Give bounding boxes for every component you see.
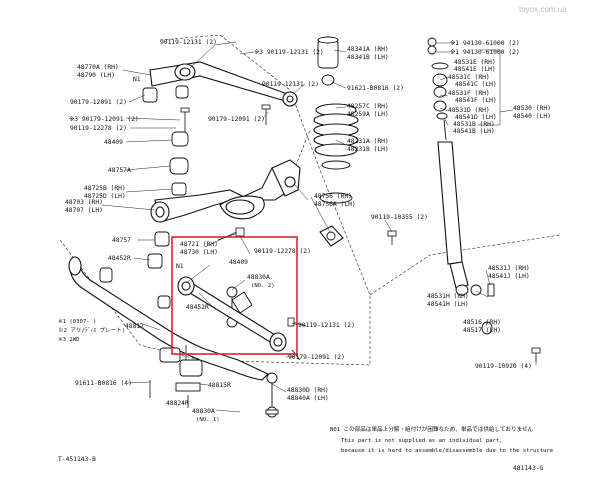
part-number-label: 90119-12131 (2) bbox=[298, 322, 355, 329]
footnote-english-line2: because it is hard to assemble/disassemb… bbox=[341, 448, 554, 454]
part-number-label: 48541C (LH) bbox=[455, 81, 497, 88]
part-number-label: 48830A bbox=[192, 408, 215, 415]
footnote-english-line1: This part is not supplied as an individu… bbox=[341, 438, 503, 444]
part-number-label: 48725B (RH) bbox=[84, 185, 126, 192]
part-number-label: 48541J (LH) bbox=[488, 273, 530, 280]
part-number-label: 90119-10920 (4) bbox=[475, 363, 532, 370]
part-number-label: 48541B (LH) bbox=[453, 128, 495, 135]
part-number-label: 48541F (LH) bbox=[455, 97, 497, 104]
rear-axle-housing bbox=[150, 159, 301, 247]
part-number-label: 48790 (LH) bbox=[77, 72, 115, 79]
part-number-label: 48541E (LH) bbox=[454, 66, 496, 73]
part-number-label: 48516 (RH) bbox=[463, 319, 501, 326]
part-number-label: 48830D (RH) bbox=[287, 387, 329, 394]
footnote-japanese: N01 この部品は単品上分解・組付けが困難なため、単品では供給しておりません bbox=[330, 425, 534, 433]
part-number-label: 48824R bbox=[166, 400, 189, 407]
part-number-label: 48757 bbox=[112, 237, 131, 244]
part-number-label: 48257C (RH) bbox=[347, 103, 389, 110]
bushing-stack-left bbox=[169, 131, 189, 196]
part-number-label: 48259A (LH) bbox=[347, 111, 389, 118]
part-number-label: 48770A (RH) bbox=[77, 64, 119, 71]
part-number-label: 48531F (RH) bbox=[448, 90, 490, 97]
part-number-label: ※3 90179-12091 (2) bbox=[69, 116, 139, 123]
stabilizer-bar bbox=[68, 253, 269, 408]
note-marker: N1 bbox=[133, 76, 141, 83]
part-number-label: 48703 (RH) bbox=[65, 199, 103, 206]
part-number-label: ※1 94130-61000 (2) bbox=[450, 40, 520, 47]
part-number-label: ※1 94130-61000 (2) bbox=[450, 49, 520, 56]
part-number-label: 48231A (RH) bbox=[347, 138, 389, 145]
part-number-label: (NO. 1) bbox=[196, 417, 220, 423]
part-number-label: 48815R bbox=[208, 382, 231, 389]
part-number-label: 90119-12278 (2) bbox=[70, 125, 127, 132]
part-number-label: 48830A bbox=[247, 274, 270, 281]
part-number-label: 48409 bbox=[229, 259, 248, 266]
part-number-label: 48812 bbox=[125, 323, 144, 330]
part-number-label: 48531C (RH) bbox=[448, 74, 490, 81]
part-number-label: 48531E (RH) bbox=[454, 59, 496, 66]
part-number-label: 48541H (LH) bbox=[427, 301, 469, 308]
part-number-label: 48541D (LH) bbox=[455, 114, 497, 121]
diagram-code-left: T-451143-B bbox=[58, 456, 96, 463]
footnote-marker: ※2 アリ/ﾃﾞｨｽ プレート) bbox=[58, 327, 125, 334]
part-number-label: ※3 90119-12131 (2) bbox=[254, 49, 324, 56]
part-number-label: 48756A (LH) bbox=[314, 201, 356, 208]
part-number-label: 48531D (RH) bbox=[448, 107, 490, 114]
part-number-label: 90119-12278 (2) bbox=[254, 248, 311, 255]
footnote-marker: ※1 (0307- ) bbox=[58, 318, 96, 325]
part-number-label: 48517 (LH) bbox=[463, 327, 501, 334]
part-number-label: 90119-10355 (2) bbox=[371, 214, 428, 221]
part-number-label: 48840A (LH) bbox=[287, 395, 329, 402]
stabilizer-link bbox=[226, 286, 279, 418]
part-number-label: 90119-12131 (2) bbox=[262, 81, 319, 88]
part-number-label: 48452R bbox=[108, 255, 131, 262]
part-number-label: 48409 bbox=[104, 139, 123, 146]
lower-control-arm bbox=[157, 227, 307, 361]
footnote: N01 この部品は単品上分解・組付けが困難なため、単品では供給しておりません T… bbox=[330, 425, 554, 454]
upper-control-arm bbox=[142, 61, 298, 132]
part-labels: 90119-12131 (2) ※3 90119-12131 (2) 48341… bbox=[58, 39, 551, 423]
diagram-code-right: 481143-G bbox=[513, 465, 544, 472]
part-number-label: 48231B (LH) bbox=[347, 146, 389, 153]
part-number-label: 48341A (RH) bbox=[347, 46, 389, 53]
part-number-label: 48757A bbox=[108, 167, 131, 174]
part-number-label: 48756 (RH) bbox=[314, 193, 352, 200]
part-number-label: 48531H (RH) bbox=[427, 293, 469, 300]
part-number-label: 48721 (RH) bbox=[180, 241, 218, 248]
part-number-label: (NO. 2) bbox=[251, 283, 275, 289]
footnote-marker: ※3 2WD bbox=[58, 336, 80, 343]
part-number-label: 48452R bbox=[186, 304, 209, 311]
part-number-label: 90179-12091 (2) bbox=[70, 99, 127, 106]
part-number-label: 48530 (RH) bbox=[513, 105, 551, 112]
part-number-label: 48725D (LH) bbox=[84, 193, 126, 200]
note-marker: N1 bbox=[176, 263, 184, 270]
highlight-box bbox=[171, 236, 298, 355]
part-number-label: 48730 (LH) bbox=[180, 249, 218, 256]
part-number-label: 91621-B0816 (2) bbox=[347, 85, 404, 92]
part-number-label: 48341B (LH) bbox=[347, 54, 389, 61]
part-number-label: 91611-B0816 (4) bbox=[75, 380, 132, 387]
part-number-label: 48540 (LH) bbox=[513, 113, 551, 120]
part-number-label: 90179-12091 (2) bbox=[208, 116, 265, 123]
coil-spring bbox=[313, 36, 359, 247]
part-number-label: 48707 (LH) bbox=[65, 207, 103, 214]
part-number-label: 48531B (RH) bbox=[453, 121, 495, 128]
watermark: toyox.com.ua bbox=[519, 5, 567, 14]
part-number-label: 48531J (RH) bbox=[488, 265, 530, 272]
leader-lines bbox=[101, 41, 537, 413]
part-number-label: 90119-12131 (2) bbox=[160, 39, 217, 46]
part-number-label: 90179-12091 (2) bbox=[288, 354, 345, 361]
